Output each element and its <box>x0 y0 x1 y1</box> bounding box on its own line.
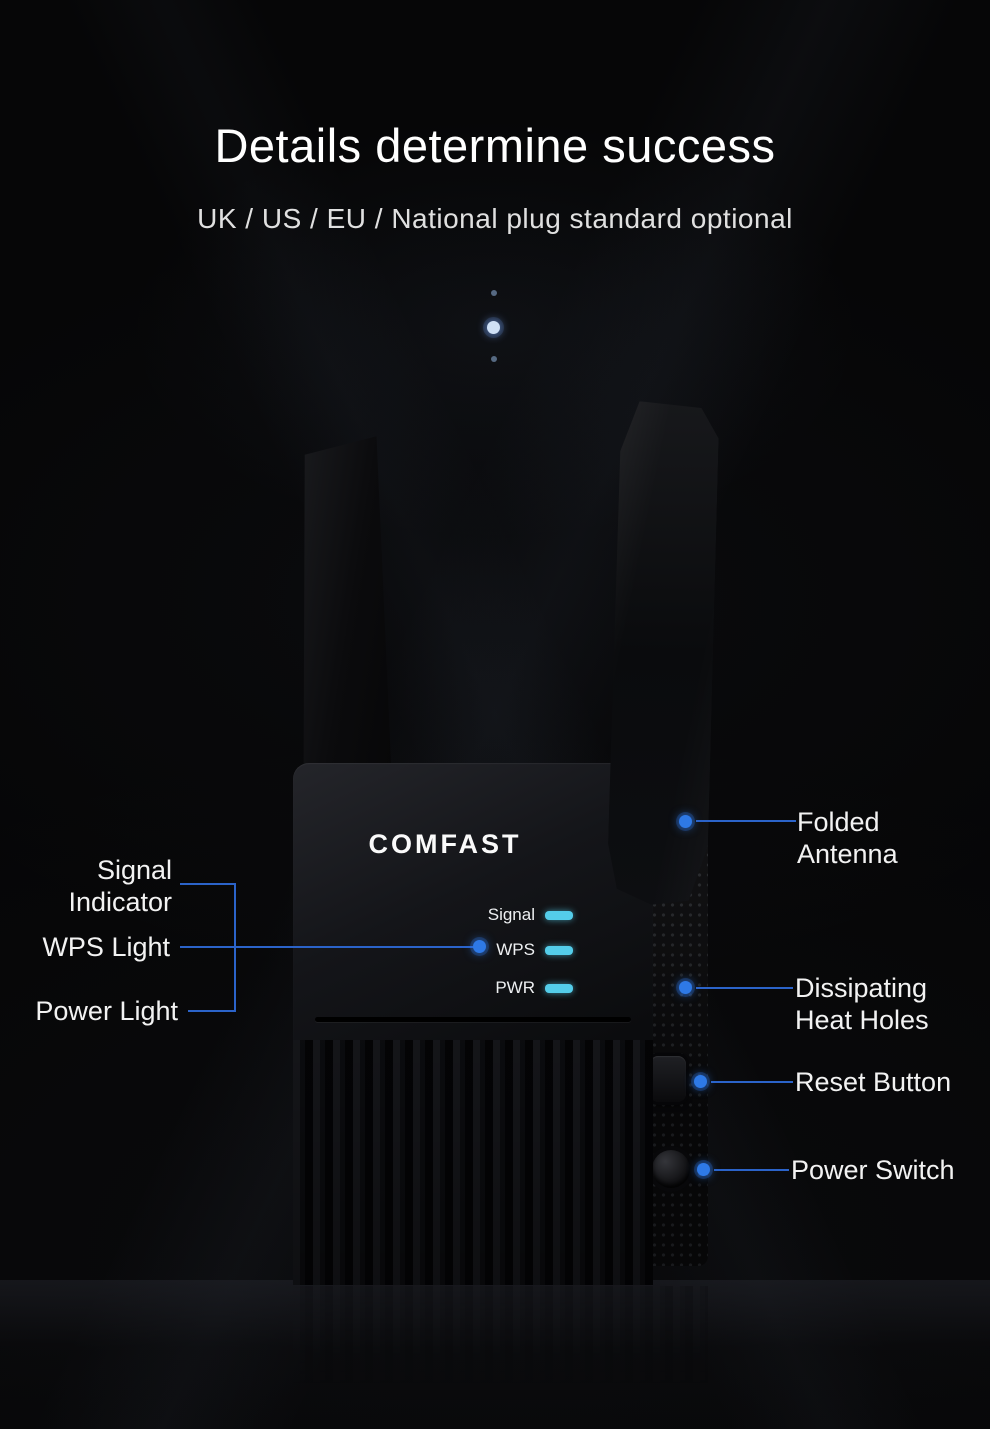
brand-logo: COMFAST <box>368 829 522 859</box>
callout-wps-light: WPS Light <box>42 932 170 962</box>
pwr-led-icon <box>545 983 573 993</box>
callout-signal-indicator: Signal Indicator <box>68 855 172 917</box>
front-groove <box>314 1017 632 1022</box>
device-reflection <box>293 1286 708 1398</box>
device-front: COMFAST Signal WPS PWR <box>293 763 653 1285</box>
led-row-wps: WPS <box>445 940 573 960</box>
anchor-dot-wps-light <box>473 940 486 953</box>
anchor-dot-reset-button <box>694 1075 707 1088</box>
leader-line-power-switch <box>714 1169 789 1171</box>
decorative-dot-glow <box>487 321 500 334</box>
led-row-pwr: PWR <box>445 978 573 998</box>
callout-reset-button: Reset Button <box>795 1067 952 1097</box>
decorative-dot-bottom <box>491 356 497 362</box>
leader-line-power-light <box>188 1010 236 1012</box>
leader-line-signal-indicator <box>180 883 236 885</box>
reset-button <box>650 1056 686 1102</box>
callout-power-light: Power Light <box>35 996 178 1026</box>
leader-line-heat-holes <box>696 987 793 989</box>
led-label-pwr: PWR <box>495 978 535 997</box>
vent-ribs <box>293 1040 653 1285</box>
page-title: Details determine success <box>214 119 776 172</box>
anchor-dot-heat-holes <box>679 981 692 994</box>
floor-sheen <box>0 1280 990 1429</box>
callout-power-switch: Power Switch <box>791 1155 955 1185</box>
callout-folded-antenna: Folded Antenna <box>797 807 898 869</box>
wps-led-icon <box>545 945 573 955</box>
power-switch <box>652 1150 690 1188</box>
anchor-dot-folded-antenna <box>679 815 692 828</box>
led-label-wps: WPS <box>496 940 535 959</box>
led-label-signal: Signal <box>487 905 535 924</box>
decorative-dot-top <box>491 290 497 296</box>
anchor-dot-power-switch <box>697 1163 710 1176</box>
antenna-left <box>296 436 391 778</box>
leader-line-reset-button <box>711 1081 793 1083</box>
antenna-right-folded <box>606 401 719 906</box>
signal-led-icon <box>545 910 573 920</box>
led-row-signal: Signal <box>445 905 573 925</box>
leader-line-wps-light <box>180 946 474 948</box>
callout-heat-holes: Dissipating Heat Holes <box>795 973 929 1035</box>
page-subtitle: UK / US / EU / National plug standard op… <box>197 203 793 234</box>
leader-line-folded-antenna <box>696 820 796 822</box>
